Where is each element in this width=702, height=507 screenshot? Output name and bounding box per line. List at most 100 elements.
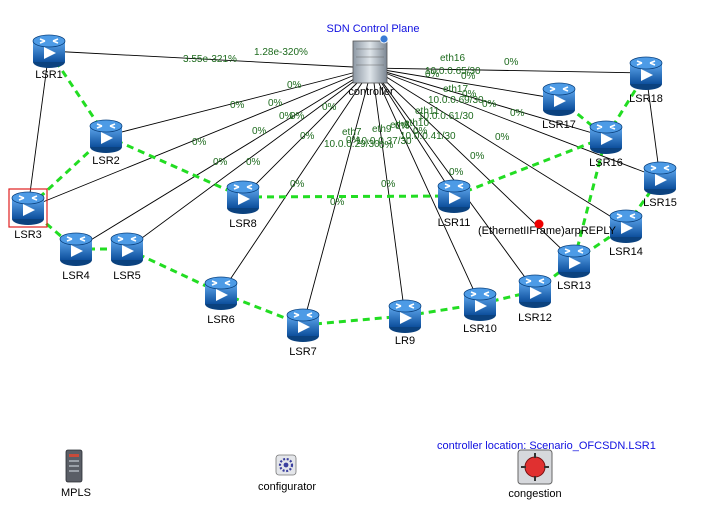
router-node-lsr1[interactable]: LSR1 [32,34,66,81]
router-node-lsr16[interactable]: LSR16 [589,120,623,169]
active-path-link [453,135,607,198]
interface-label: eth11 [415,106,440,117]
router-icon [89,119,123,154]
control-link [371,67,406,317]
router-node-lsr7[interactable]: LSR7 [286,308,320,358]
link-label: 0% [413,126,428,137]
interface-label: eth17 [443,84,468,95]
controller-label: controller [348,86,394,98]
link-label: 0% [279,111,294,122]
data-link [27,50,50,209]
router-icon [589,120,623,155]
interface-label: 10.0.0.37/30 [356,136,412,147]
router-icon [388,299,422,334]
link-label: 0% [379,140,394,151]
link-label: 0% [381,179,396,190]
router-label: LSR16 [589,157,623,169]
router-label: LSR5 [113,270,141,282]
router-label: LSR11 [438,217,471,229]
router-icon [518,274,552,309]
router-node-lsr2[interactable]: LSR2 [89,119,123,167]
control-link [371,67,627,227]
link-label: 0% [482,99,497,110]
link-label: 0% [395,121,410,132]
palette-configurator[interactable]: configurator [258,454,316,493]
control-link [371,67,536,292]
active-path-link [479,289,536,306]
router-label: LSR10 [463,323,497,335]
router-node-lsr5[interactable]: LSR5 [110,232,144,282]
data-link [645,72,661,179]
router-node-lsr17[interactable]: LSR17 [542,82,576,131]
router-node-lsr14[interactable]: LSR14 [609,209,643,258]
link-label: 0% [290,179,305,190]
control-link [242,67,373,198]
router-node-lsr3[interactable]: LSR3 [8,188,48,241]
interface-label: eth7 [342,127,362,138]
router-node-lsr13[interactable]: LSR13 [557,244,591,292]
interface-label: 10.0.0.61/30 [418,111,474,122]
link-label: 0% [462,89,477,100]
router-node-lsr18[interactable]: LSR18 [629,56,663,105]
router-label: LSR7 [289,346,317,358]
interface-label: 10.0.0.69/30 [428,95,484,106]
router-label: LSR12 [518,312,552,324]
router-node-lsr4[interactable]: LSR4 [59,232,93,282]
packet-marker [534,219,544,229]
controller-node[interactable]: controller [348,34,394,98]
router-label: LSR2 [92,155,120,167]
router-node-lsr11[interactable]: LSR11 [437,179,471,229]
router-label: LSR8 [229,218,257,230]
link-label: 0% [470,151,485,162]
router-node-lsr15[interactable]: LSR15 [643,161,677,209]
globe-icon [379,34,389,44]
link-label: 0% [252,126,267,137]
interface-label: eth10 [404,118,429,129]
interface-label: 10.0.0.65/30 [425,66,481,77]
router-label: LSR14 [609,246,643,258]
link-label: 0% [425,69,440,80]
router-icon [110,232,144,267]
palette-label: congestion [508,488,561,500]
router-icon [463,287,497,322]
router-label: LSR15 [643,197,677,209]
link-label: 0% [322,102,337,113]
link-label: 0% [504,57,519,68]
control-link [371,67,481,305]
router-node-lsr10[interactable]: LSR10 [463,287,497,335]
router-node-lsr12[interactable]: LSR12 [518,274,552,324]
palette-congestion[interactable]: congestion [508,449,562,500]
router-icon [542,82,576,117]
link-label: 0% [287,80,302,91]
control-link [371,67,647,74]
link-label: 0% [510,108,525,119]
router-label: LSR6 [207,314,235,326]
router-node-lsr8[interactable]: LSR8 [226,180,260,230]
router-icon [286,308,320,343]
control-link [371,67,560,100]
router-node-lr9[interactable]: LR9 [388,299,422,347]
router-label: LSR17 [542,119,576,131]
link-label: 0% [290,111,305,122]
control-link [126,67,373,250]
router-label: LSR4 [62,270,90,282]
palette-mpls[interactable]: MPLS [61,449,91,499]
link-label: 0% [346,135,361,146]
control-link [371,67,661,179]
router-node-lsr6[interactable]: LSR6 [204,276,238,326]
link-label: 0% [192,137,207,148]
interface-label: eth9 [372,124,392,135]
link-label: 3.55e-321% [183,54,237,65]
router-icon [11,191,45,226]
router-label: LSR13 [557,280,591,292]
link-label: 0% [213,157,228,168]
link-label: 0% [300,131,315,142]
control-link [302,67,373,326]
palette-label: configurator [258,481,316,493]
router-label: LR9 [395,335,415,347]
interface-label: 10.0.0.41/30 [400,131,456,142]
active-path-link [242,194,455,199]
interface-label: eth16 [440,53,465,64]
